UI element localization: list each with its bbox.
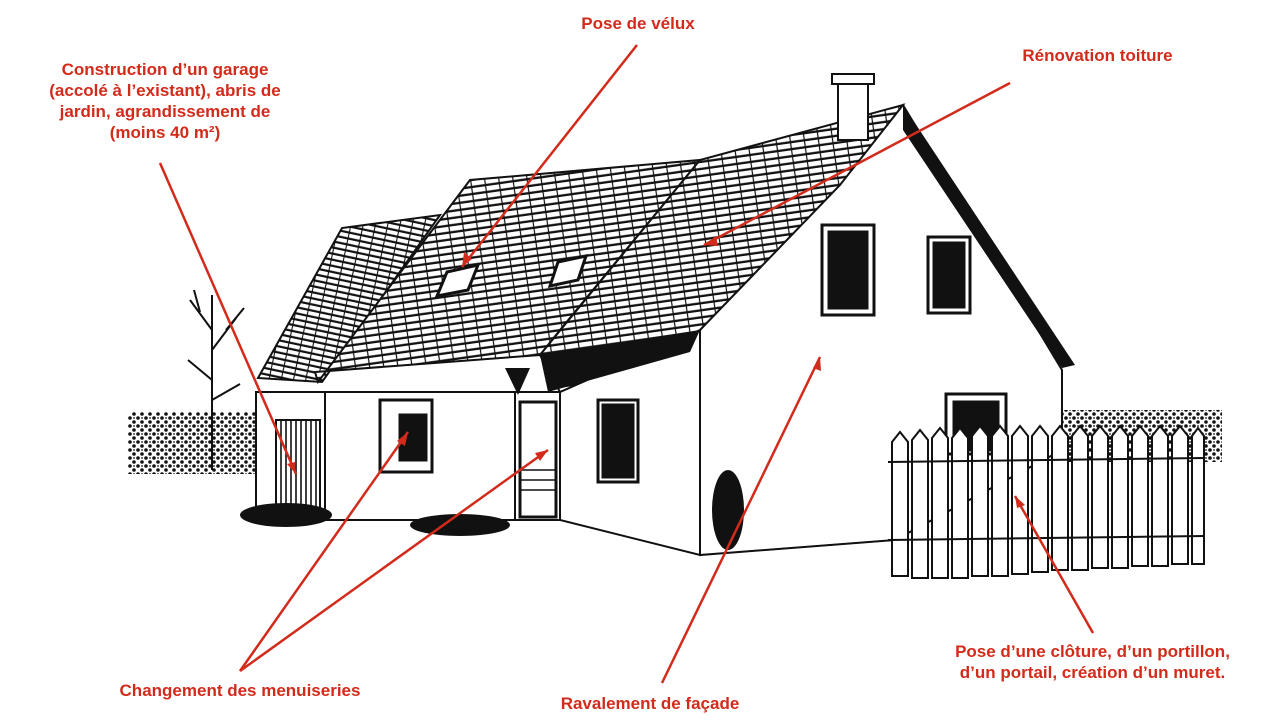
label-cloture: Pose d’une clôture, d’un portillon, d’un…	[905, 641, 1280, 683]
ground-line	[699, 539, 896, 556]
garage	[255, 391, 326, 513]
label-facade: Ravalement de façade	[560, 694, 740, 713]
annotation-leaders	[158, 44, 1095, 684]
front-door	[518, 400, 558, 519]
roof	[256, 103, 1075, 395]
label-garage-line-2: (accolé à l’existant), abris de	[49, 81, 281, 100]
tree	[187, 289, 245, 470]
label-velux: Pose de vélux	[581, 14, 695, 33]
picket-fence	[887, 424, 1206, 579]
label-garage: Construction d’un garage (accolé à l’exi…	[0, 59, 330, 143]
label-cloture-line-1: Pose d’une clôture, d’un portillon,	[955, 642, 1230, 661]
label-menuiseries: Changement des menuiseries	[119, 681, 361, 700]
annotation-arrowheads	[287, 236, 1025, 508]
label-garage-line-4: (moins 40 m²)	[109, 123, 221, 142]
label-garage-line-3: jardin, agrandissement de	[59, 102, 271, 121]
label-garage-line-1: Construction d’un garage	[61, 60, 269, 79]
label-cloture-line-2: d’un portail, création d’un muret.	[959, 663, 1226, 682]
windows	[378, 223, 1008, 484]
chimney	[831, 73, 875, 141]
label-toiture: Rénovation toiture	[1022, 46, 1173, 65]
skylights	[434, 253, 589, 299]
